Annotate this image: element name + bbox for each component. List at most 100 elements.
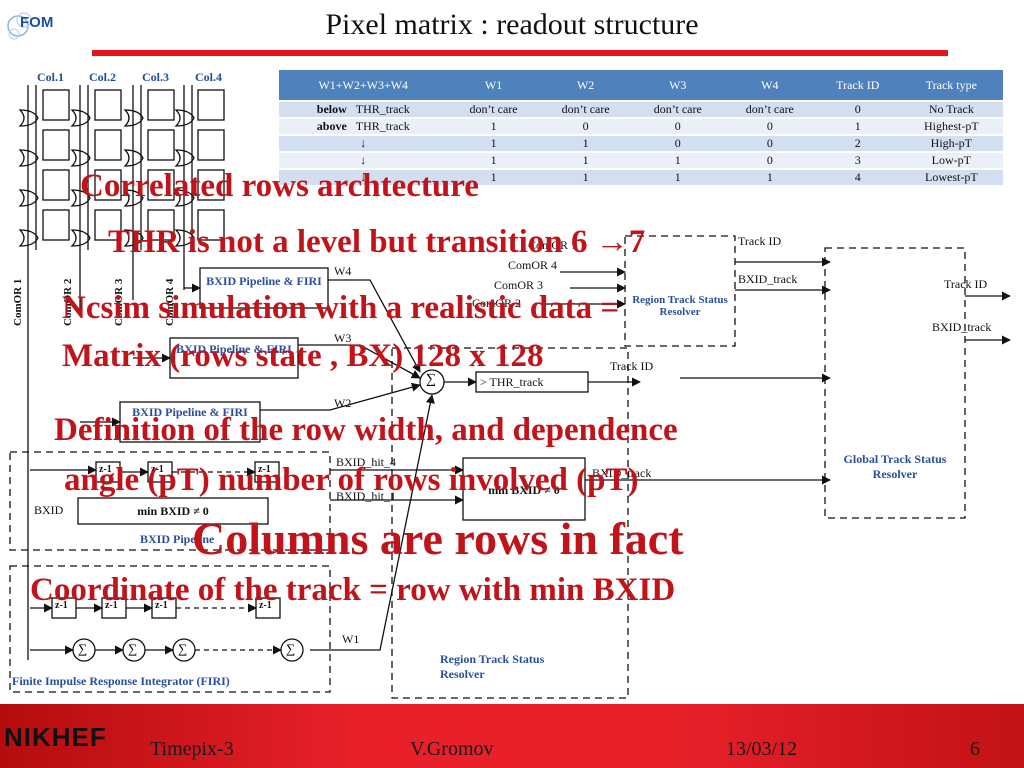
- bxid-pipeline-label: BXID Pipeline: [140, 532, 215, 546]
- table-row: ↓ 1 1 1 1 4 Lowest-pT: [279, 170, 1003, 185]
- bxid-track-out-label: BXID_track: [738, 272, 798, 286]
- table-row: ↓ 1 1 0 0 2 High-pT: [279, 136, 1003, 151]
- table-cell: 0: [815, 102, 900, 117]
- table-cell: 1: [447, 119, 540, 134]
- footer-project: Timepix-3: [150, 738, 234, 760]
- table-cell: Lowest-pT: [899, 170, 1003, 185]
- firi-sum-icon-1: ∑: [78, 641, 88, 656]
- column-label-1: Col.1: [37, 70, 64, 84]
- table-cell: ↓: [279, 153, 448, 168]
- pipeline-firi-label-4: BXID Pipeline & FIRI: [206, 274, 322, 288]
- firi-z-inverse-3: z-1: [155, 600, 168, 611]
- table-cell: 1: [631, 170, 724, 185]
- table-cell-condition: above: [316, 119, 347, 133]
- footer-bar: [0, 704, 1024, 768]
- w1-label: W1: [342, 632, 360, 646]
- table-cell: don’t care: [631, 102, 724, 117]
- bxid-input-label: BXID: [34, 503, 64, 517]
- region-resolver-bottom-label: Region Track Status Resolver: [440, 652, 545, 681]
- table-cell: 1: [447, 136, 540, 151]
- comor-1-input-label: ComOR 1: [528, 238, 578, 252]
- table-header-cell: Track type: [899, 70, 1003, 100]
- w4-label: W4: [334, 264, 352, 278]
- table-cell: 1: [631, 153, 724, 168]
- table-cell: 2: [815, 136, 900, 151]
- table-cell: 3: [815, 153, 900, 168]
- table-cell: High-pT: [899, 136, 1003, 151]
- fom-logo: [4, 6, 68, 48]
- table-cell: 1: [447, 153, 540, 168]
- z-inverse-3: z-1: [258, 464, 271, 475]
- region-resolver-top-label: Region Track Status Resolver: [632, 294, 728, 318]
- bxid-hit-1-label: BXID_hit_1: [336, 489, 396, 503]
- firi-sum-icon-4: ∑: [286, 641, 296, 656]
- table-cell: 1: [815, 119, 900, 134]
- title-underline: [92, 50, 948, 56]
- column-label-4: Col.4: [195, 70, 222, 84]
- track-id-mid-label: Track ID: [610, 359, 654, 373]
- table-cell-threshold: THR_track: [355, 119, 410, 133]
- overlay-line-3: Ncsim simulation with a realistic data =: [62, 290, 620, 326]
- comor-1-label: ComOR 1: [12, 278, 24, 326]
- firi-z-inverse-4: z-1: [259, 600, 272, 611]
- table-row: below THR_track don’t care don’t care do…: [279, 102, 1003, 117]
- table-cell: Low-pT: [899, 153, 1003, 168]
- firi-sum-icon-3: ∑: [178, 641, 188, 656]
- comor-3-input-label: ComOR 3: [494, 278, 544, 292]
- firi-z-inverse-1: z-1: [55, 600, 68, 611]
- overlay-line-7: Columns are rows in fact: [192, 513, 684, 564]
- z-inverse-2: z-1: [151, 464, 164, 475]
- nikhef-logo-text: NIKHEF: [4, 722, 107, 752]
- comor-2-input-label: ComOR 2: [472, 296, 522, 310]
- table-cell: 1: [539, 136, 632, 151]
- table-header-cell: W2: [539, 70, 632, 100]
- nikhef-logo: NIKHEF: [4, 722, 107, 753]
- table-cell: don’t care: [447, 102, 540, 117]
- table-cell: 0: [539, 119, 632, 134]
- overlay-line-8: Coordinate of the track = row with min B…: [30, 572, 676, 608]
- fom-logo-text: FOM: [20, 14, 54, 31]
- table-cell: 0: [723, 119, 816, 134]
- w2-label: W2: [334, 396, 352, 410]
- readout-diagram: [9, 85, 1011, 699]
- overlay-line-5: Definition of the row width, and depende…: [54, 412, 678, 448]
- table-cell-condition: below: [316, 102, 347, 116]
- footer-date: 13/03/12: [726, 738, 798, 760]
- table-cell: 0: [631, 119, 724, 134]
- table-cell: 0: [723, 153, 816, 168]
- z-inverse-1: z-1: [99, 464, 112, 475]
- table-cell: don’t care: [723, 102, 816, 117]
- sum-icon: ∑: [426, 372, 436, 387]
- table-header-cell: W1+W2+W3+W4: [279, 70, 448, 100]
- firi-label: Finite Impulse Response Integrator (FIRI…: [12, 674, 230, 688]
- table-header-cell: W1: [447, 70, 540, 100]
- table-cell: Highest-pT: [899, 119, 1003, 134]
- table-cell: don’t care: [539, 102, 632, 117]
- min-bxid-region-box: min BXID ≠ 0: [488, 483, 560, 497]
- bxid-track-mid-label: BXID_track: [592, 466, 652, 480]
- global-bxid-track-label: BXID_track: [932, 320, 992, 334]
- table-cell: 1: [539, 170, 632, 185]
- pixel-grid: [18, 85, 225, 660]
- table-header-cell: W4: [723, 70, 816, 100]
- column-label-3: Col.3: [142, 70, 169, 84]
- table-cell: ↓: [279, 136, 448, 151]
- table-cell: below THR_track: [279, 102, 448, 117]
- column-label-2: Col.2: [89, 70, 116, 84]
- comor-4-input-label: ComOR 4: [508, 258, 558, 272]
- table-cell: 0: [723, 136, 816, 151]
- table-cell: above THR_track: [279, 119, 448, 134]
- overlay-line-4: Matrix (rows state , BX) 128 x 128: [62, 338, 544, 374]
- table-row: above THR_track 1 0 0 0 1 Highest-pT: [279, 119, 1003, 134]
- track-id-table: W1+W2+W3+W4 W1 W2 W3 W4 Track ID Track t…: [279, 68, 1003, 187]
- table-cell: No Track: [899, 102, 1003, 117]
- thr-track-box: > THR_track: [480, 375, 544, 389]
- table-cell: 4: [815, 170, 900, 185]
- table-cell: ↓: [279, 170, 448, 185]
- table-row: ↓ 1 1 1 0 3 Low-pT: [279, 153, 1003, 168]
- overlay-line-1: Correlated rows archtecture: [80, 168, 479, 204]
- min-bxid-pipeline-box: min BXID ≠ 0: [137, 504, 209, 518]
- w3-label: W3: [334, 331, 352, 345]
- table-cell: 1: [447, 170, 540, 185]
- page-title: Pixel matrix : readout structure: [325, 8, 699, 41]
